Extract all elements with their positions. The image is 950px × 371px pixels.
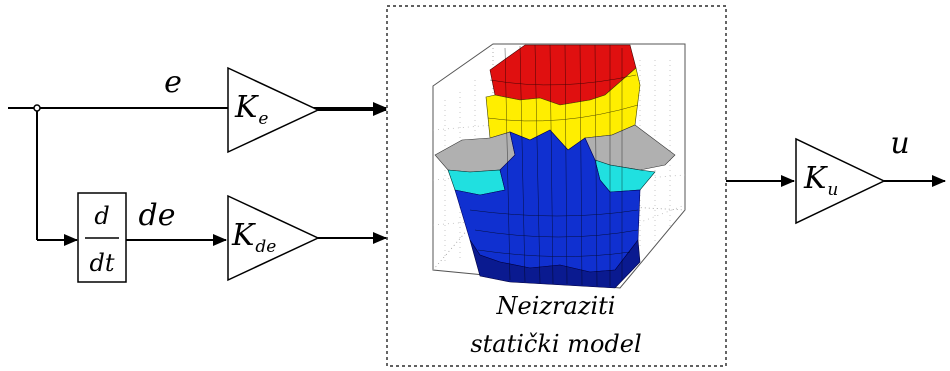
gain-ke-label: Ke [234,90,268,129]
surface-mesh [469,44,639,287]
fuzzy-surface-plot [432,43,686,289]
differentiator-numerator: d [94,202,109,230]
branch-point [33,104,41,112]
gain-kde-subscript: de [255,237,276,257]
output-signal-label: u [890,126,909,161]
gain-ke-block [227,66,320,154]
gain-kde-block [227,194,320,282]
gain-ku-block [795,137,886,225]
differentiator-denominator: dt [89,249,114,277]
gain-ke-subscript: e [258,109,268,129]
gain-ke-symbol: K [234,90,259,125]
surface-dark-blue-face [469,239,641,289]
derivative-signal-label: de [139,198,176,233]
gain-kde-label: Kde [231,218,276,257]
gain-ku-symbol: K [803,161,828,196]
gain-kde-symbol: K [231,218,256,253]
fuzzy-model-box [386,5,727,367]
gain-ku-label: Ku [803,161,838,200]
gain-ku-subscript: u [827,180,838,200]
fuzzy-model-caption-line1: Neizraziti [496,292,616,320]
fuzzy-model-caption-line2: statički model [470,330,641,358]
error-signal-label: e [164,65,182,100]
